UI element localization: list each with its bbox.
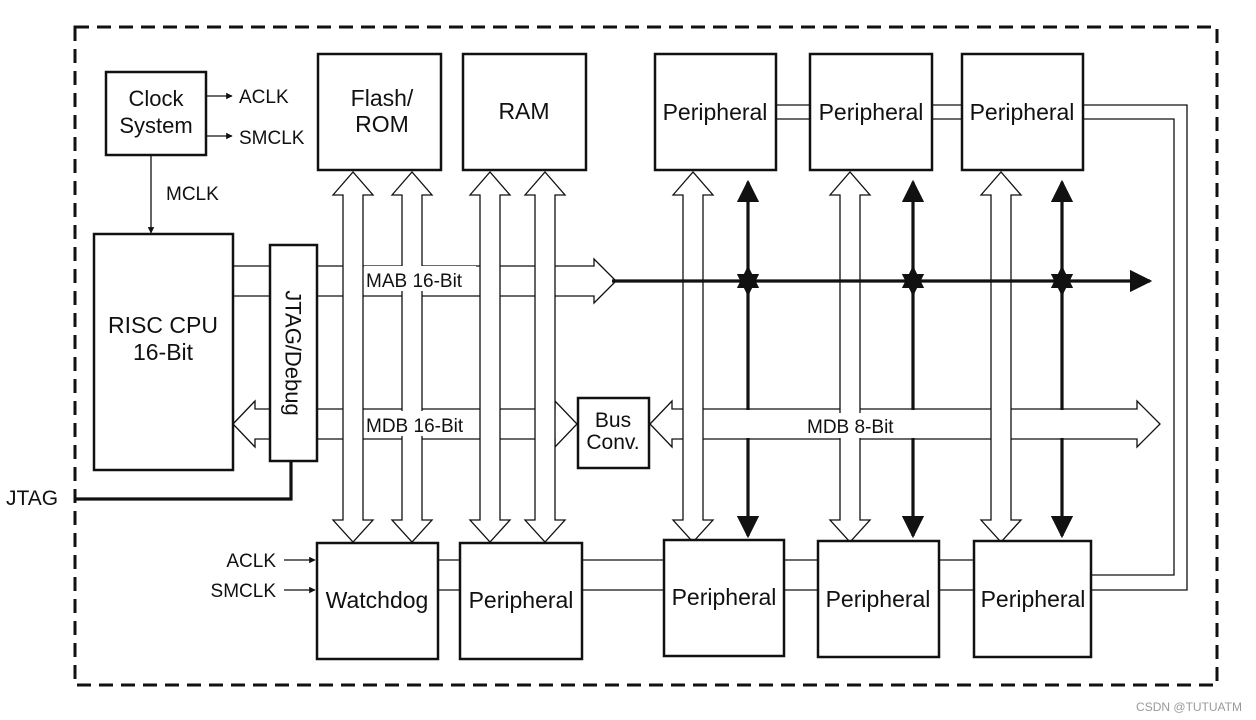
- peripheral-top-1-label: Peripheral: [663, 99, 768, 125]
- peripheral-top-3-label: Peripheral: [970, 99, 1075, 125]
- peripheral-bottom-2: [662, 538, 786, 658]
- peripheral-top-2: [808, 52, 934, 172]
- risc-cpu-block: [92, 232, 235, 472]
- watchdog-block: [315, 541, 440, 661]
- flash-label-2: ROM: [355, 111, 409, 137]
- ram-label: RAM: [498, 98, 549, 124]
- watermark: CSDN @TUTUATM: [1136, 700, 1242, 714]
- clock-out-smclk: SMCLK: [239, 128, 305, 149]
- watchdog-in-aclk: ACLK: [226, 551, 276, 572]
- cpu-label-2: 16-Bit: [133, 339, 194, 365]
- clock-system-label-1: Clock: [128, 86, 184, 111]
- bus-conv-label-2: Conv.: [586, 431, 639, 454]
- mdb8-label: MDB 8-Bit: [807, 417, 894, 438]
- bus-conv-label-1: Bus: [595, 409, 631, 432]
- clock-system-label-2: System: [119, 113, 192, 138]
- peripheral-control-lines: [736, 179, 1074, 539]
- watchdog-label: Watchdog: [326, 587, 429, 613]
- peripheral-top-3: [960, 52, 1085, 172]
- peripheral-bottom-4-label: Peripheral: [981, 586, 1086, 612]
- watchdog-in-smclk: SMCLK: [211, 581, 277, 602]
- clock-out-aclk: ACLK: [239, 87, 289, 108]
- mab-label: MAB 16-Bit: [366, 271, 463, 292]
- peripheral-top-2-label: Peripheral: [819, 99, 924, 125]
- clock-out-mclk: MCLK: [166, 184, 219, 205]
- peripheral-bottom-3-label: Peripheral: [826, 586, 931, 612]
- bus-arrows: [232, 171, 1161, 543]
- flash-rom-block: [316, 52, 443, 172]
- flash-label-1: Flash/: [351, 85, 414, 111]
- ram-block: [461, 52, 588, 172]
- peripheral-interconnect: [438, 104, 1188, 591]
- clock-system-block: [104, 70, 208, 157]
- jtag-pin-label: JTAG: [6, 487, 58, 510]
- peripheral-bottom-3: [816, 539, 941, 659]
- jtag-pin-line: [75, 461, 293, 501]
- peripheral-bottom-4: [972, 539, 1093, 659]
- peripheral-bottom-1-label: Peripheral: [469, 587, 574, 613]
- peripheral-bottom-1: [458, 541, 584, 661]
- peripheral-top-1: [653, 52, 778, 172]
- jtag-debug-block: [268, 243, 319, 463]
- peripheral-bottom-2-label: Peripheral: [672, 584, 777, 610]
- mdb16-label: MDB 16-Bit: [366, 416, 464, 437]
- jtag-debug-label: JTAG/Debug: [281, 290, 306, 416]
- bus-conv-block: [576, 396, 651, 470]
- cpu-label-1: RISC CPU: [108, 312, 218, 338]
